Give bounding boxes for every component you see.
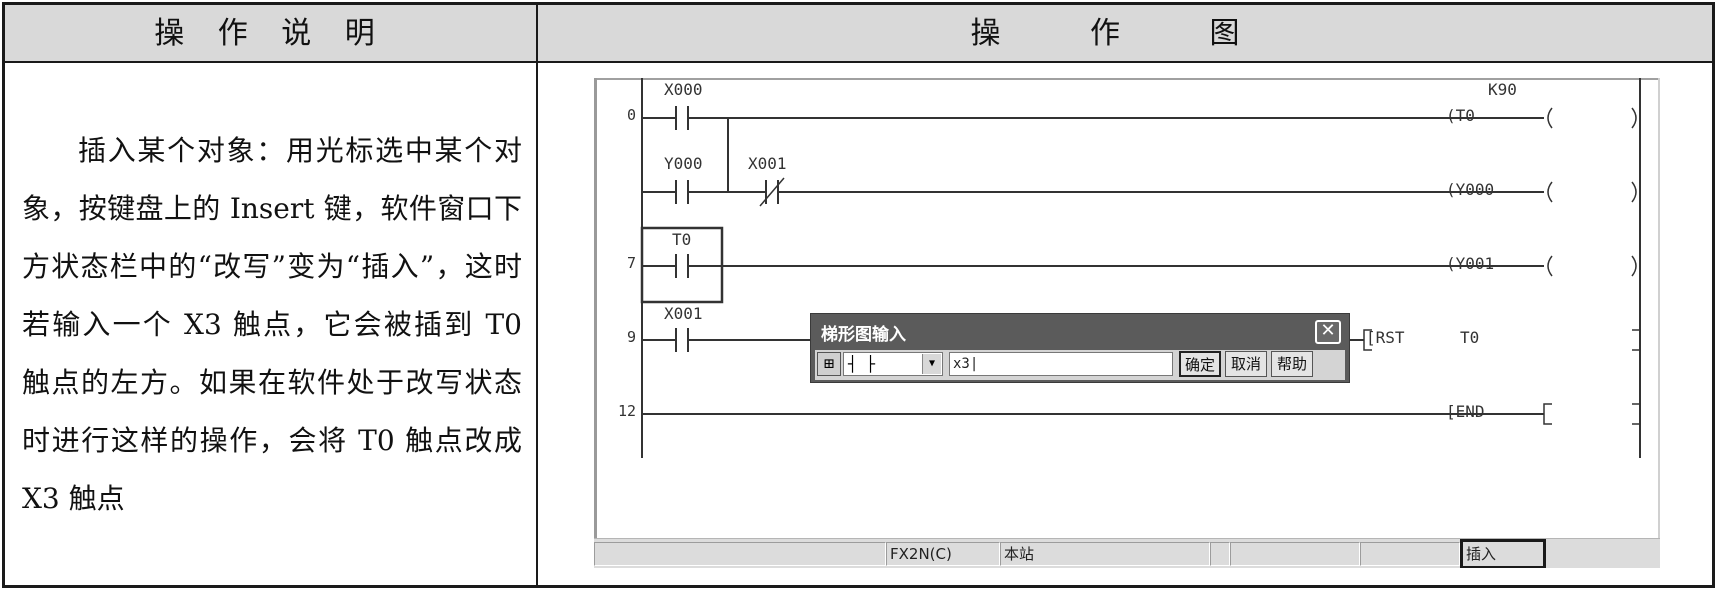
status-blank-3 [1230,542,1360,566]
step-number-9: 9 [626,328,636,346]
status-blank-4 [1360,542,1460,566]
dialog-body: ⊞ ┤ ├ ▼ x3| 确定 取消 帮助 [815,350,1345,380]
ok-button[interactable]: 确定 [1179,351,1221,377]
step-number-12: 12 [617,402,636,420]
rst-instruction[interactable]: [RST [1366,328,1405,347]
status-station: 本站 [1000,542,1210,566]
gx-developer-screenshot: 0 7 9 12 X000 Y000 X001 T0 X001 K90 (T0 … [594,78,1660,568]
coil-y000[interactable]: (Y000 [1446,180,1495,199]
status-blank-1 [594,542,886,566]
help-button[interactable]: 帮助 [1271,351,1313,377]
header-operation-description: 操 作 说 明 [154,16,387,51]
instruction-input[interactable]: x3| [949,352,1173,376]
ladder-input-dialog[interactable]: 梯形图输入 ✕ ⊞ ┤ ├ ▼ x3| 确定 取消 帮助 [810,313,1350,383]
step-number-0: 0 [626,106,636,124]
cancel-button[interactable]: 取消 [1225,351,1267,377]
rst-target[interactable]: T0 [1460,328,1480,347]
contact-t0-label[interactable]: T0 [672,230,692,249]
close-icon[interactable]: ✕ [1315,320,1341,344]
dialog-title: 梯形图输入 [821,325,906,345]
header-operation-diagram: 操 作 图 [970,16,1280,51]
status-plc-type: FX2N(C) [886,542,1000,566]
status-bar: FX2N(C) 本站 插入 [594,538,1660,568]
column-divider [536,5,538,585]
table-header-row [5,5,1712,63]
contact-x001-nc-label[interactable]: X001 [748,154,787,173]
symbol-select[interactable]: ┤ ├ ▼ [843,352,943,376]
coil-y001[interactable]: (Y001 [1446,254,1495,273]
operation-description-text: 插入某个对象：用光标选中某个对象，按键盘上的 Insert 键，软件窗口下方状态… [22,134,522,515]
coil-t0-preset: K90 [1488,80,1517,99]
contact-y000-label[interactable]: Y000 [664,154,703,173]
ladder-diagram [640,78,1641,458]
chevron-down-icon[interactable]: ▼ [922,354,941,374]
contact-x000-label[interactable]: X000 [664,80,703,99]
status-blank-2 [1210,542,1230,566]
ladder-symbol-icon[interactable]: ⊞ [817,352,841,376]
status-mode-insert: 插入 [1460,539,1546,568]
step-number-7: 7 [626,254,636,272]
symbol-select-value: ┤ ├ [848,355,876,373]
end-instruction[interactable]: [END [1446,402,1485,421]
contact-x001-label[interactable]: X001 [664,304,703,323]
coil-t0[interactable]: (T0 [1446,106,1475,125]
